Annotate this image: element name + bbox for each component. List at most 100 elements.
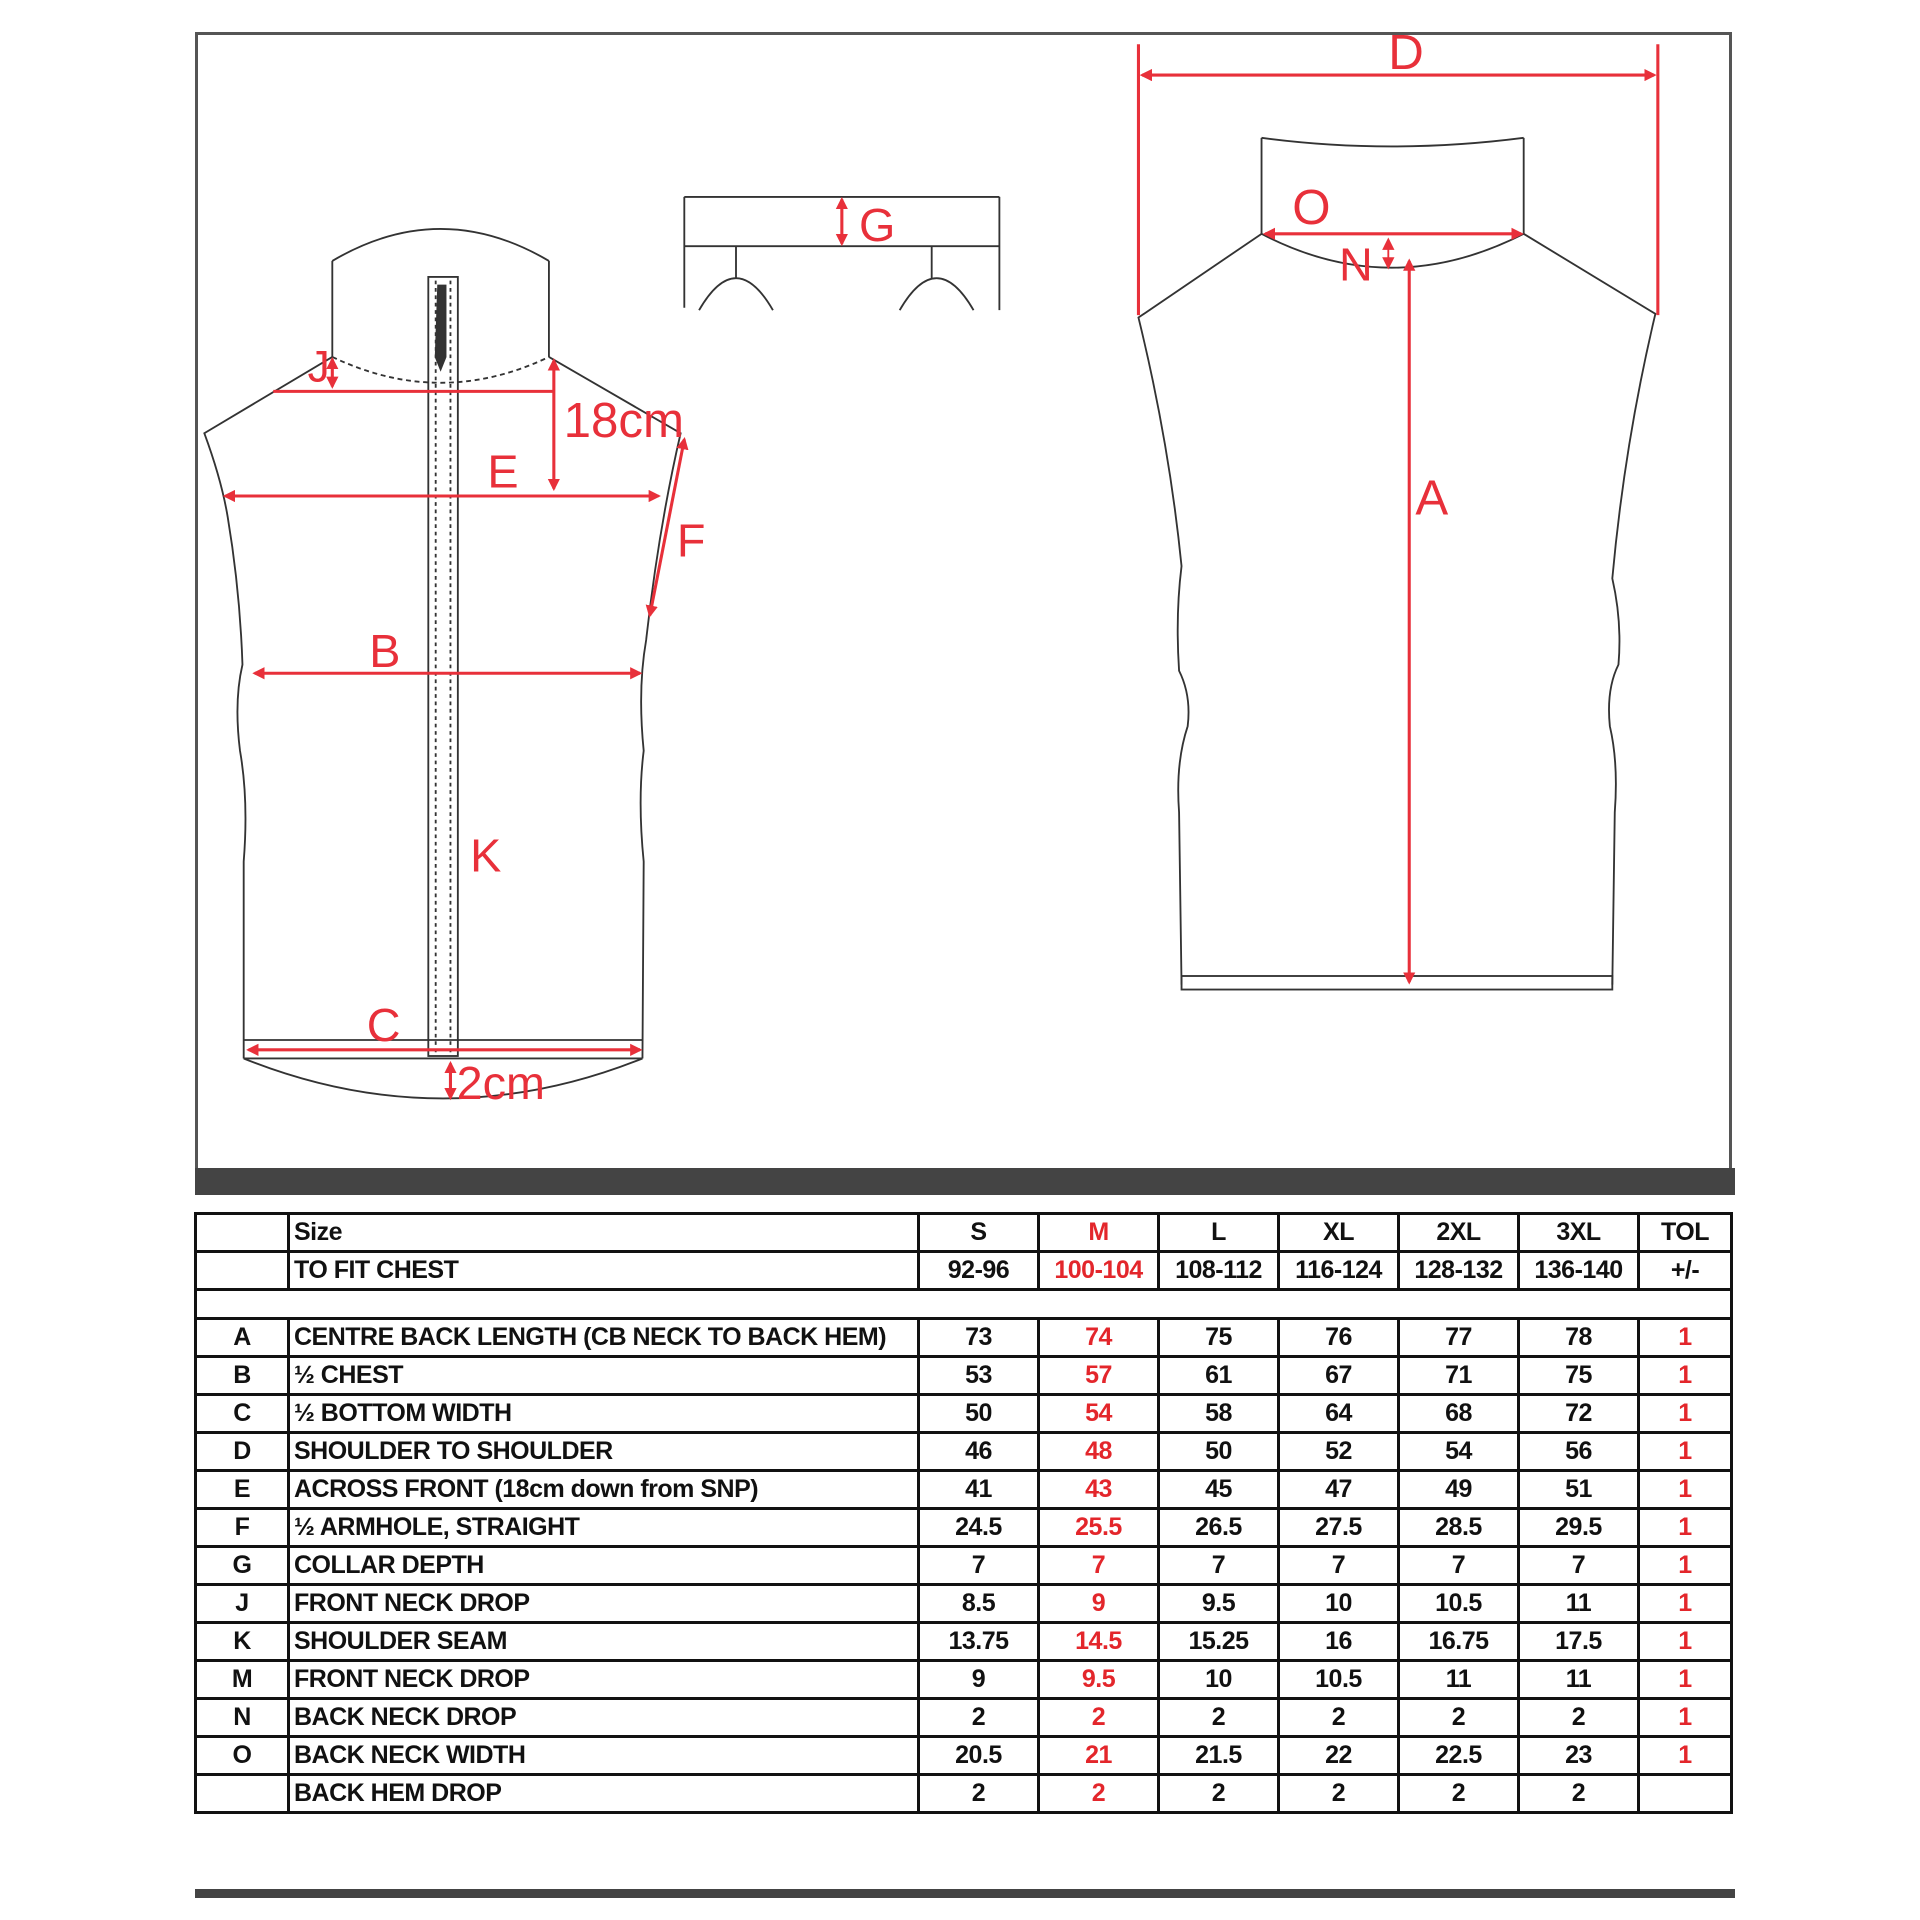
row-tol: 1 bbox=[1637, 1735, 1733, 1776]
row-value: 41 bbox=[917, 1469, 1040, 1510]
size-m: M bbox=[1037, 1212, 1160, 1253]
row-value: 7 bbox=[1157, 1545, 1280, 1586]
chest-label: TO FIT CHEST bbox=[287, 1250, 920, 1291]
row-value: 8.5 bbox=[917, 1583, 1040, 1624]
row-value: 2 bbox=[1517, 1697, 1640, 1738]
row-value: 68 bbox=[1397, 1393, 1520, 1434]
front-hem-band bbox=[243, 1039, 643, 1060]
row-code: N bbox=[194, 1697, 290, 1738]
front-vest bbox=[203, 228, 682, 1100]
size-chart-table: Size S M L XL 2XL 3XL TOL TO FIT CHEST 9… bbox=[194, 1212, 1733, 1814]
back-vest bbox=[1137, 136, 1657, 991]
row-value: 54 bbox=[1037, 1393, 1160, 1434]
row-value: 50 bbox=[917, 1393, 1040, 1434]
row-value: 22 bbox=[1277, 1735, 1400, 1776]
row-value: 56 bbox=[1517, 1431, 1640, 1472]
row-value: 78 bbox=[1517, 1317, 1640, 1358]
row-tol: 1 bbox=[1637, 1355, 1733, 1396]
row-code: K bbox=[194, 1621, 290, 1662]
row-value: 76 bbox=[1277, 1317, 1400, 1358]
row-value: 58 bbox=[1157, 1393, 1280, 1434]
row-code: G bbox=[194, 1545, 290, 1586]
row-value: 9 bbox=[1037, 1583, 1160, 1624]
row-tol: 1 bbox=[1637, 1393, 1733, 1434]
row-value: 10 bbox=[1157, 1659, 1280, 1700]
row-value: 28.5 bbox=[1397, 1507, 1520, 1548]
label-k: K bbox=[470, 829, 501, 881]
row-value: 75 bbox=[1157, 1317, 1280, 1358]
row-value: 45 bbox=[1157, 1469, 1280, 1510]
row-tol: 1 bbox=[1637, 1507, 1733, 1548]
label-o: O bbox=[1292, 180, 1330, 235]
row-value: 43 bbox=[1037, 1469, 1160, 1510]
size-3xl: 3XL bbox=[1517, 1212, 1640, 1253]
chest-l: 108-112 bbox=[1157, 1250, 1280, 1291]
row-name: COLLAR DEPTH bbox=[287, 1545, 920, 1586]
row-value: 50 bbox=[1157, 1431, 1280, 1472]
label-18cm: 18cm bbox=[564, 393, 684, 448]
front-collar-top bbox=[331, 228, 550, 262]
row-value: 21.5 bbox=[1157, 1735, 1280, 1776]
label-j: J bbox=[308, 343, 330, 392]
row-value: 48 bbox=[1037, 1431, 1160, 1472]
row-value: 72 bbox=[1517, 1393, 1640, 1434]
row-value: 9 bbox=[917, 1659, 1040, 1700]
row-value: 9.5 bbox=[1157, 1583, 1280, 1624]
row-code: C bbox=[194, 1393, 290, 1434]
row-value: 51 bbox=[1517, 1469, 1640, 1510]
row-value: 53 bbox=[917, 1355, 1040, 1396]
chest-2xl: 128-132 bbox=[1397, 1250, 1520, 1291]
row-code: M bbox=[194, 1659, 290, 1700]
label-c: C bbox=[367, 999, 401, 1051]
divider-bar bbox=[195, 1168, 1735, 1195]
chest-xl: 116-124 bbox=[1277, 1250, 1400, 1291]
row-value: 26.5 bbox=[1157, 1507, 1280, 1548]
label-a: A bbox=[1415, 470, 1448, 525]
size-header-row: Size S M L XL 2XL 3XL TOL bbox=[194, 1212, 1733, 1253]
row-value: 25.5 bbox=[1037, 1507, 1160, 1548]
row-value: 2 bbox=[1397, 1697, 1520, 1738]
row-code: J bbox=[194, 1583, 290, 1624]
row-value: 9.5 bbox=[1037, 1659, 1160, 1700]
chest-tol: +/- bbox=[1637, 1250, 1733, 1291]
row-tol: 1 bbox=[1637, 1697, 1733, 1738]
row-value: 2 bbox=[1037, 1773, 1160, 1814]
row-value: 52 bbox=[1277, 1431, 1400, 1472]
row-value: 27.5 bbox=[1277, 1507, 1400, 1548]
row-value: 75 bbox=[1517, 1355, 1640, 1396]
size-s: S bbox=[917, 1212, 1040, 1253]
diagram-frame bbox=[195, 32, 1732, 1168]
row-value: 7 bbox=[1037, 1545, 1160, 1586]
row-name: ½ CHEST bbox=[287, 1355, 920, 1396]
row-value: 2 bbox=[1157, 1773, 1280, 1814]
row-value: 47 bbox=[1277, 1469, 1400, 1510]
row-value: 10.5 bbox=[1397, 1583, 1520, 1624]
row-tol: 1 bbox=[1637, 1317, 1733, 1358]
back-measurements bbox=[1136, 44, 1660, 985]
row-value: 7 bbox=[917, 1545, 1040, 1586]
row-value: 10 bbox=[1277, 1583, 1400, 1624]
row-name: ½ BOTTOM WIDTH bbox=[287, 1393, 920, 1434]
row-value: 29.5 bbox=[1517, 1507, 1640, 1548]
row-tol: 1 bbox=[1637, 1431, 1733, 1472]
zipper bbox=[427, 276, 459, 1057]
row-name: BACK HEM DROP bbox=[287, 1773, 920, 1814]
row-code: F bbox=[194, 1507, 290, 1548]
row-value: 14.5 bbox=[1037, 1621, 1160, 1662]
front-hem-curve bbox=[243, 1057, 643, 1100]
row-name: ACROSS FRONT (18cm down from SNP) bbox=[287, 1469, 920, 1510]
row-code: D bbox=[194, 1431, 290, 1472]
row-name: BACK NECK DROP bbox=[287, 1697, 920, 1738]
row-value: 57 bbox=[1037, 1355, 1160, 1396]
row-value: 21 bbox=[1037, 1735, 1160, 1776]
label-e: E bbox=[487, 445, 518, 497]
front-measurements bbox=[222, 356, 689, 1101]
row-value: 2 bbox=[1397, 1773, 1520, 1814]
